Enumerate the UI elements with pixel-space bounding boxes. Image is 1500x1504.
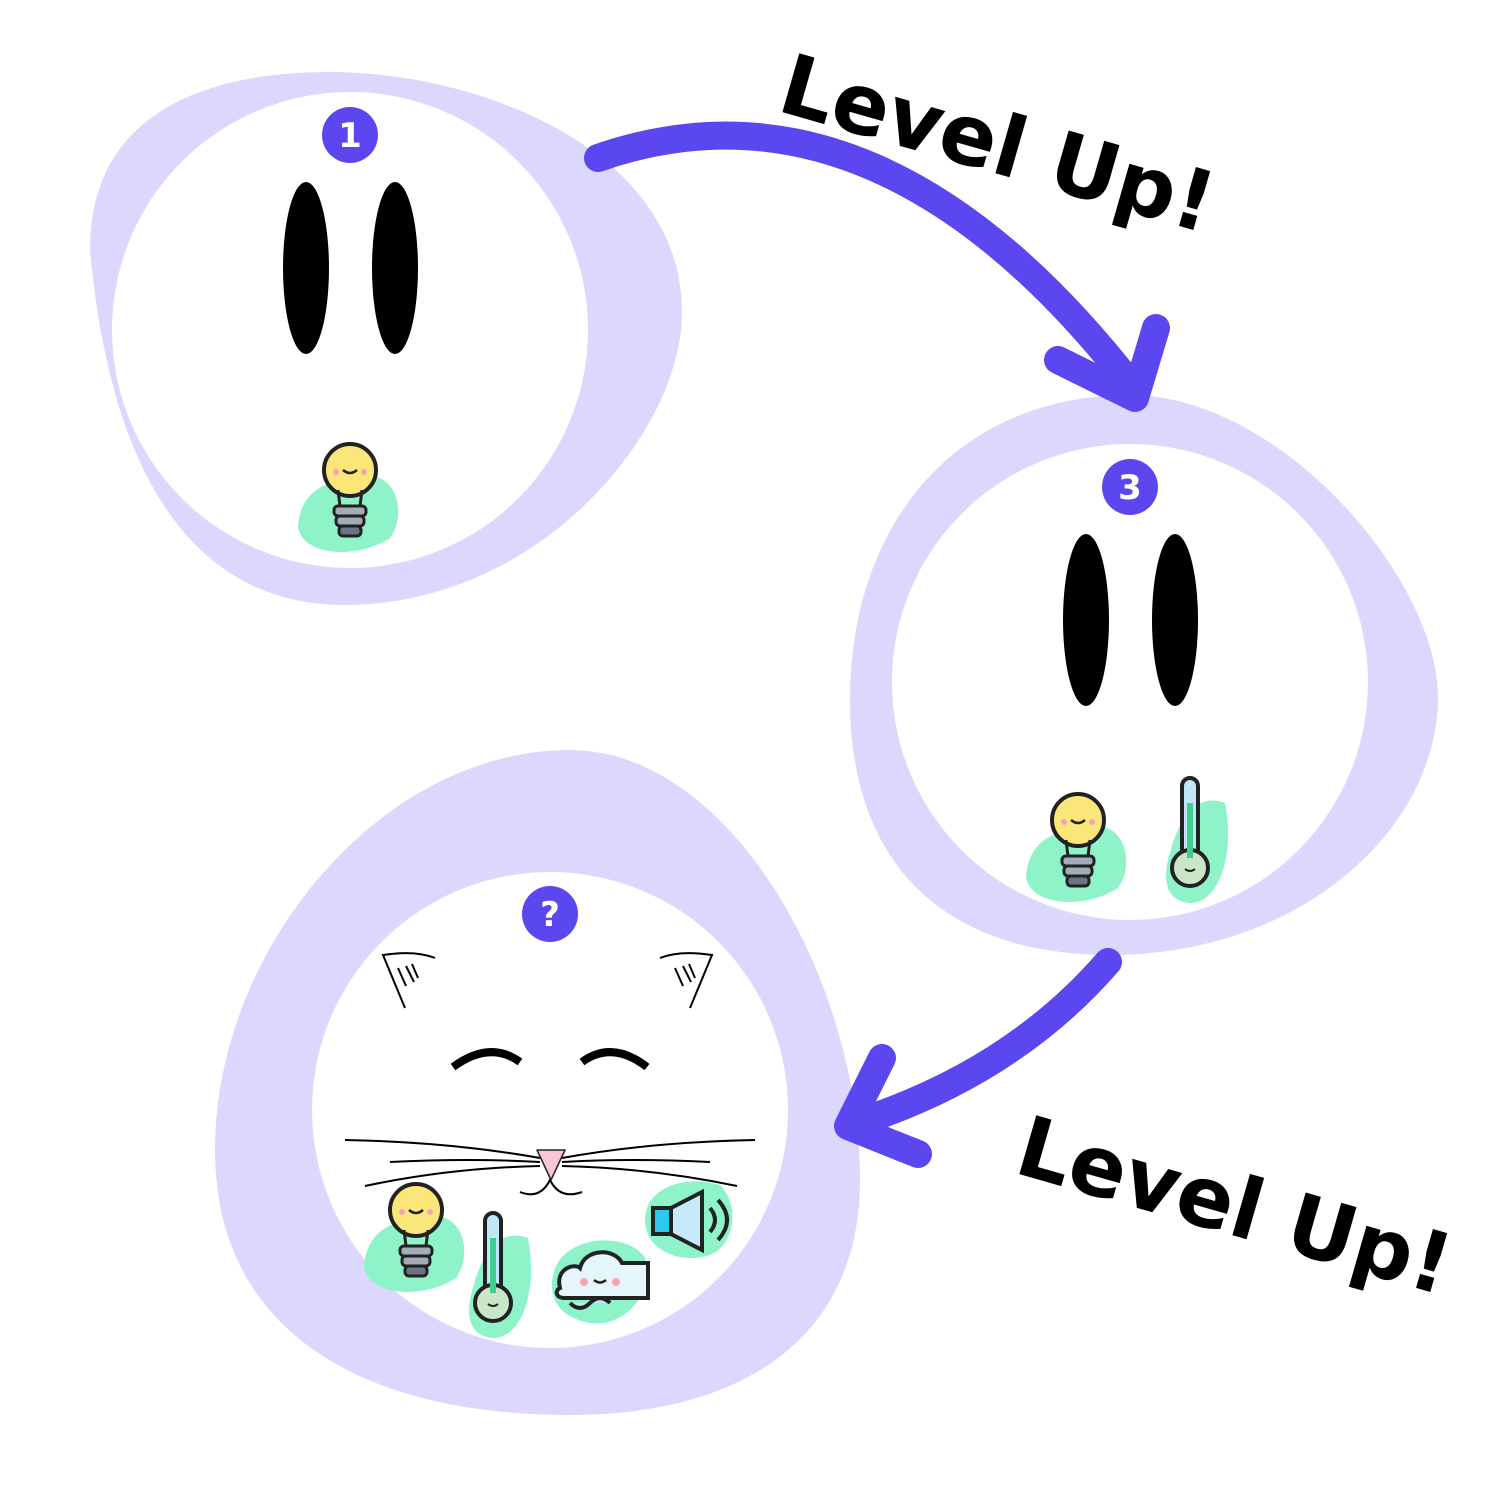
level-up-label-1: Level Up! bbox=[769, 35, 1226, 252]
cat-eye-right bbox=[579, 1048, 650, 1071]
cat-nose bbox=[536, 1149, 566, 1181]
arrowhead bbox=[834, 1044, 932, 1168]
stage-unknown-badge-text: ? bbox=[540, 895, 560, 935]
level-up-arrow-2 bbox=[834, 948, 1122, 1168]
level-up-label-2: Level Up! bbox=[1006, 1097, 1463, 1314]
stage-1-badge bbox=[322, 107, 378, 163]
stage-unknown-badge bbox=[522, 886, 578, 942]
cat-ear-left bbox=[381, 952, 436, 1009]
stage-3-badge-text: 3 bbox=[1118, 468, 1142, 508]
level-up-arrow-1 bbox=[584, 121, 1170, 412]
eye-right bbox=[372, 182, 418, 354]
stage-1-badge-text: 1 bbox=[338, 116, 362, 156]
cat-face bbox=[344, 952, 756, 1196]
stage-1-face bbox=[112, 92, 588, 568]
stage-1: 1 bbox=[90, 72, 683, 605]
stage-3: 3 bbox=[850, 395, 1439, 955]
cat-ear-right bbox=[659, 952, 714, 1009]
eye-right bbox=[1152, 534, 1198, 706]
stage-unknown: ? bbox=[215, 750, 860, 1415]
cat-whiskers bbox=[344, 1139, 756, 1187]
cat-eye-left bbox=[450, 1048, 523, 1071]
arrowhead bbox=[1044, 314, 1170, 412]
eye-left bbox=[283, 182, 329, 354]
stage-3-face bbox=[892, 444, 1368, 920]
eye-left bbox=[1063, 534, 1109, 706]
stage-3-badge bbox=[1102, 459, 1158, 515]
